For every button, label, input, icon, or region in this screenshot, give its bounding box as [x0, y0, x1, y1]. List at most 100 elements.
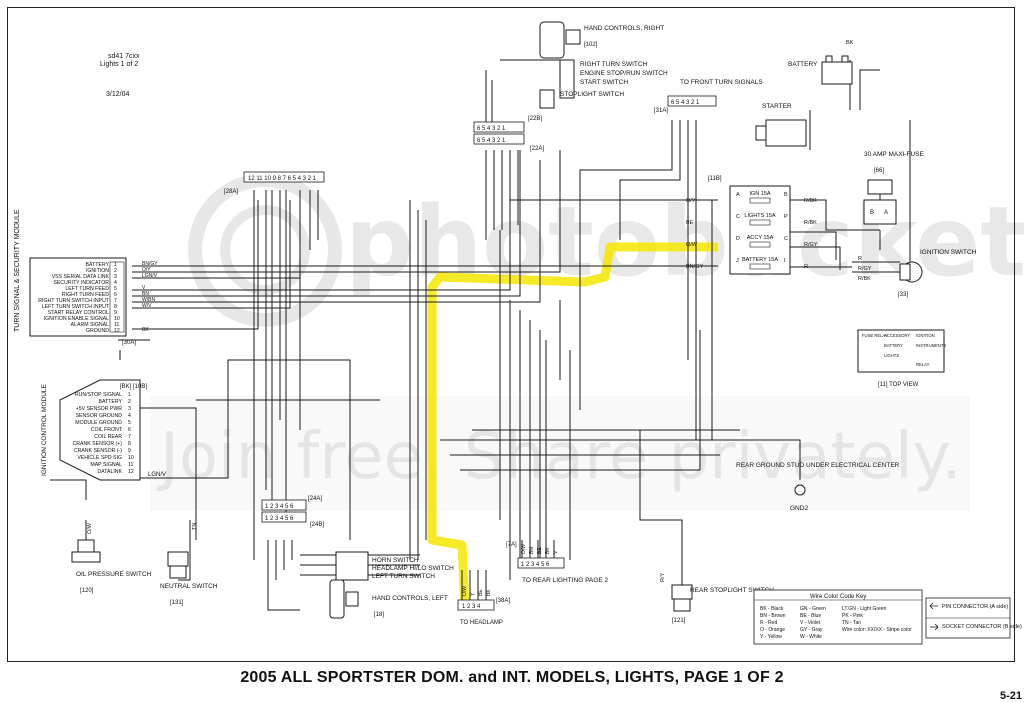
fuse-side-right: C	[784, 236, 788, 242]
ignition-switch-title: IGNITION SWITCH	[920, 249, 977, 256]
neutral-switch-ref: [131]	[170, 600, 184, 606]
front-turn-title: TO FRONT TURN SIGNALS	[680, 79, 763, 86]
left-switch-1: HEADLAMP HI/LO SWITCH	[372, 565, 454, 572]
relay-label: IGNITION	[916, 333, 935, 338]
ground-title: REAR GROUND STUD UNDER ELECTRICAL CENTER	[736, 462, 900, 469]
relay-top-view-title: [11] TOP VIEW	[878, 382, 919, 388]
rear-lighting-wire: BE	[537, 547, 543, 554]
battery: BATTERY BK	[788, 40, 854, 85]
icm-pin-name: CRANK SENSOR (-)	[74, 448, 122, 454]
tssm-bottom-ref: [30A]	[122, 340, 136, 346]
ground-stud-label: GND2	[790, 505, 808, 512]
watermark-tagline: Join free. Share privately.	[156, 420, 962, 494]
tssm-pin-wire: W/BN	[142, 297, 155, 303]
battery-wire: BK	[846, 40, 854, 46]
left-conn-ref-0: [24A]	[308, 496, 322, 502]
tssm-pin-num: 7	[114, 298, 117, 304]
rear-lighting-title: TO REAR LIGHTING PAGE 2	[522, 577, 608, 584]
icm-pin-name: COIL REAR	[94, 434, 122, 440]
headlamp-title: TO HEADLAMP	[460, 620, 503, 626]
icm-module: IGNITION CONTROL MODULE [BK] [10B] RUN/S…	[41, 379, 166, 481]
headlamp-wire: O/W	[462, 586, 468, 596]
rear-stoplight-ref: [121]	[672, 618, 686, 624]
fuse-wire-in: BE	[686, 220, 694, 226]
tssm-pin-name: RIGHT TURN FEED	[62, 292, 109, 298]
relay-label: INSTRUMENTS	[916, 343, 946, 348]
icm-pin-num: 12	[128, 469, 134, 475]
hand-controls-left-title: HAND CONTROLS, LEFT	[372, 595, 448, 602]
key-entry: BE - Blue	[800, 613, 821, 619]
fuse-side-left: J	[736, 258, 739, 264]
key-entry: Y - Yellow	[760, 634, 782, 640]
ignition-switch: IGNITION SWITCH [33] R R/GY R/BK	[858, 249, 977, 298]
key-entry: GN - Green	[800, 606, 826, 612]
fuse-element	[749, 263, 771, 270]
right-conn-ref-1: [22A]	[530, 146, 544, 152]
starter: STARTER	[755, 103, 807, 147]
key-entry: R - Red	[760, 620, 777, 626]
key-entry: V - Violet	[800, 620, 821, 626]
fuse-side-left: D	[736, 236, 740, 242]
relay-label: LIGHTS	[884, 353, 899, 358]
rear-lighting-pins: 1 2 3 4 5 6	[521, 562, 550, 568]
relay-label: BATTERY	[884, 343, 903, 348]
oil-pressure-wire: O/W	[87, 522, 93, 534]
tssm-pin-num: 6	[114, 292, 117, 298]
tssm-pin-name: IGNITION	[86, 268, 109, 274]
icm-pin-num: 2	[128, 399, 131, 405]
icm-pin-num: 3	[128, 406, 131, 412]
neutral-switch-wire: TN	[192, 523, 198, 530]
tssm-pin-name: BATTERY	[86, 262, 110, 268]
fuse-label: LIGHTS 15A	[744, 213, 776, 219]
battery-title: BATTERY	[788, 61, 818, 68]
fuse-wire-out: R/GY	[804, 242, 818, 248]
hand-controls-right-ref: [102]	[584, 42, 598, 48]
left-conn-ref-1: [24B]	[310, 522, 324, 528]
doc-date: 3/12/04	[106, 91, 129, 98]
tssm-pin-name: ALARM SIGNAL	[71, 322, 109, 328]
fuse-label: BATTERY 15A	[742, 257, 778, 263]
doc-ref: sd41 7cxx	[108, 53, 140, 60]
icm-pin-num: 11	[128, 462, 133, 468]
fuse-side-right: I	[784, 258, 786, 264]
icm-pin-name: MODULE GROUND	[75, 420, 122, 426]
tssm-title: TURN SIGNAL & SECURITY MODULE	[14, 209, 21, 332]
fuse-element	[749, 241, 771, 248]
oil-pressure-ref: [120]	[80, 588, 94, 594]
lights-sheet: Lights 1 of 2	[100, 61, 138, 68]
relay-label: RELAY	[916, 362, 930, 367]
icm-pin-name: COIL FRONT	[91, 427, 123, 433]
oil-pressure-title: OIL PRESSURE SWITCH	[76, 571, 152, 578]
starter-title: STARTER	[762, 103, 792, 110]
tssm-pin-name: RIGHT TURN SWITCH INPUT	[38, 298, 110, 304]
tssm-pin-name: LEFT TURN SWITCH INPUT	[42, 304, 110, 310]
oil-pressure-switch: OIL PRESSURE SWITCH [120] O/W	[71, 522, 152, 594]
fuse-wire-in: BN/GY	[686, 264, 703, 270]
tssm-pin-num: 9	[114, 310, 117, 316]
rear-lighting-wire: O/W	[521, 544, 527, 554]
tssm-pin-num: 11	[114, 322, 119, 328]
fuse-block-ref: [11B]	[708, 176, 722, 182]
key-entry: LT.GN - Light Green	[842, 606, 887, 612]
tssm-pin-num: 12	[114, 328, 120, 334]
fuse-label: ACCY 15A	[747, 235, 774, 241]
hand-controls-right: HAND CONTROLS, RIGHT [102] RIGHT TURN SW…	[473, 21, 668, 152]
page-number: 5-21	[999, 690, 1022, 702]
icm-pin-num: 1	[128, 392, 131, 398]
tssm-pin-name: VSS SERIAL DATA LINK	[52, 274, 110, 280]
fuse-side-left: C	[736, 214, 740, 220]
icm-pin-num: 4	[128, 413, 131, 419]
key-entry: Wire color: XX/XX - Stripe color	[842, 627, 912, 633]
key-entry: BN - Brown	[760, 613, 786, 619]
key-entry: W - White	[800, 634, 822, 640]
neutral-switch-title: NEUTRAL SWITCH	[160, 583, 218, 590]
rear-lighting-wire: BN	[529, 547, 535, 554]
fuse-wire-out: R/BK	[804, 220, 817, 226]
tssm-pin-name: LEFT TURN FEED	[65, 286, 109, 292]
ignition-wire-1: R/GY	[858, 266, 872, 272]
